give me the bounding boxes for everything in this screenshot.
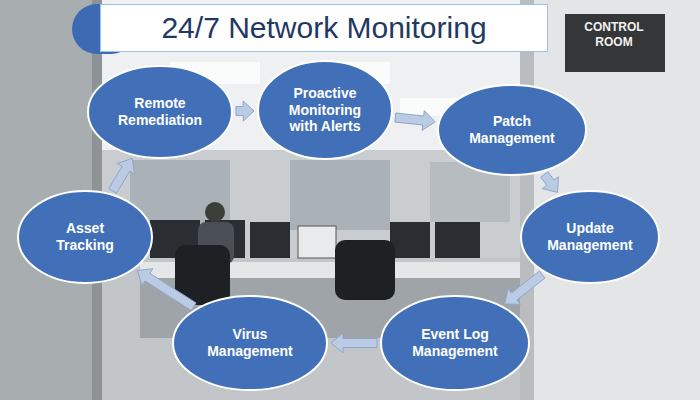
process-ellipse: Asset Tracking — [17, 190, 153, 284]
block-arrow — [236, 101, 254, 121]
ellipse-shape — [173, 296, 327, 390]
block-arrow — [395, 111, 435, 131]
sign-text: CONTROL ROOM — [578, 20, 650, 50]
floor — [100, 258, 530, 400]
block-arrow — [137, 269, 196, 311]
process-ellipse: Remote Remediation — [87, 65, 233, 159]
operator-head — [205, 202, 225, 222]
process-ellipse: Event Log Management — [380, 295, 530, 391]
node-label: Asset Tracking — [36, 220, 134, 254]
monitor — [390, 222, 430, 258]
process-ellipse: Virus Management — [172, 295, 328, 391]
ellipse-shape — [521, 191, 659, 283]
right-wall — [520, 0, 700, 400]
block-arrow — [331, 333, 377, 353]
chair — [335, 240, 395, 300]
process-ellipse: Patch Management — [437, 84, 587, 176]
node-label: Patch Management — [458, 113, 566, 147]
monitor — [435, 222, 480, 258]
node-label: Virus Management — [194, 326, 306, 360]
monitor — [250, 222, 290, 258]
block-arrow — [541, 172, 559, 193]
block-arrow — [109, 158, 135, 193]
node-label: Proactive Monitoring with Alerts — [276, 85, 374, 135]
block-arrow — [505, 271, 545, 304]
ellipse-shape — [438, 85, 586, 175]
process-ellipse: Proactive Monitoring with Alerts — [257, 60, 393, 160]
process-ellipse: Update Management — [520, 190, 660, 284]
ellipse-shape — [381, 296, 529, 390]
ellipse-shape — [18, 191, 152, 283]
node-label: Remote Remediation — [107, 95, 212, 129]
sign-plate — [565, 14, 665, 72]
window — [290, 160, 390, 230]
ellipse-shape — [88, 66, 232, 158]
node-label: Update Management — [540, 220, 641, 254]
back-wall — [100, 150, 530, 265]
diagram-title: 24/7 Network Monitoring — [100, 4, 548, 52]
node-label: Event Log Management — [401, 326, 509, 360]
monitor — [298, 226, 336, 258]
ellipse-shape — [258, 61, 392, 159]
